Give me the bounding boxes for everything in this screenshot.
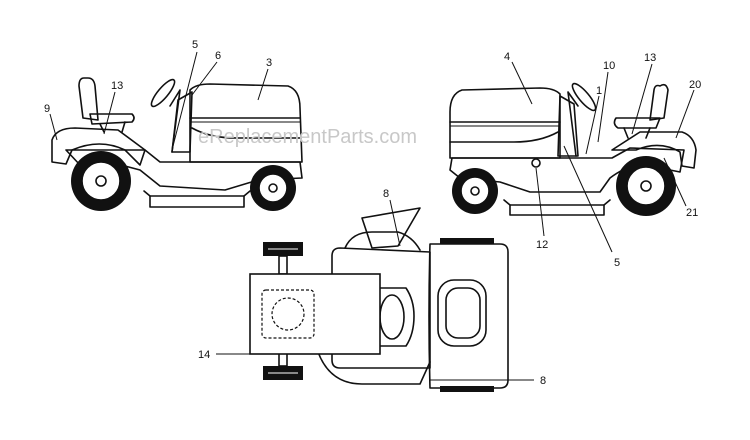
tractor-left-side-view (51, 77, 303, 211)
callout-top-8-upper: 8 (383, 188, 389, 200)
callout-top-8-lower: 8 (540, 375, 546, 387)
callout-right-21: 21 (686, 207, 698, 219)
right-view-callouts: 4 10 13 20 1 12 5 21 (504, 51, 701, 269)
callout-left-6: 6 (215, 50, 221, 62)
callout-left-9: 9 (44, 103, 50, 115)
left-view-callouts: 5 6 3 13 9 (44, 39, 272, 151)
tractor-right-side-view (449, 82, 697, 216)
tractor-top-view (249, 207, 509, 392)
top-view-callouts: 8 14 8 (198, 188, 546, 387)
callout-top-14: 14 (198, 349, 210, 361)
callout-right-20: 20 (689, 79, 701, 91)
callout-left-3: 3 (266, 57, 272, 69)
callout-right-5: 5 (614, 257, 620, 269)
callout-right-13: 13 (644, 52, 656, 64)
callout-right-12: 12 (536, 239, 548, 251)
callout-left-13: 13 (111, 80, 123, 92)
callout-right-10: 10 (603, 60, 615, 72)
callout-right-4: 4 (504, 51, 510, 63)
watermark-text: eReplacementParts.com (198, 126, 417, 148)
callout-left-5: 5 (192, 39, 198, 51)
callout-right-1: 1 (596, 85, 602, 97)
